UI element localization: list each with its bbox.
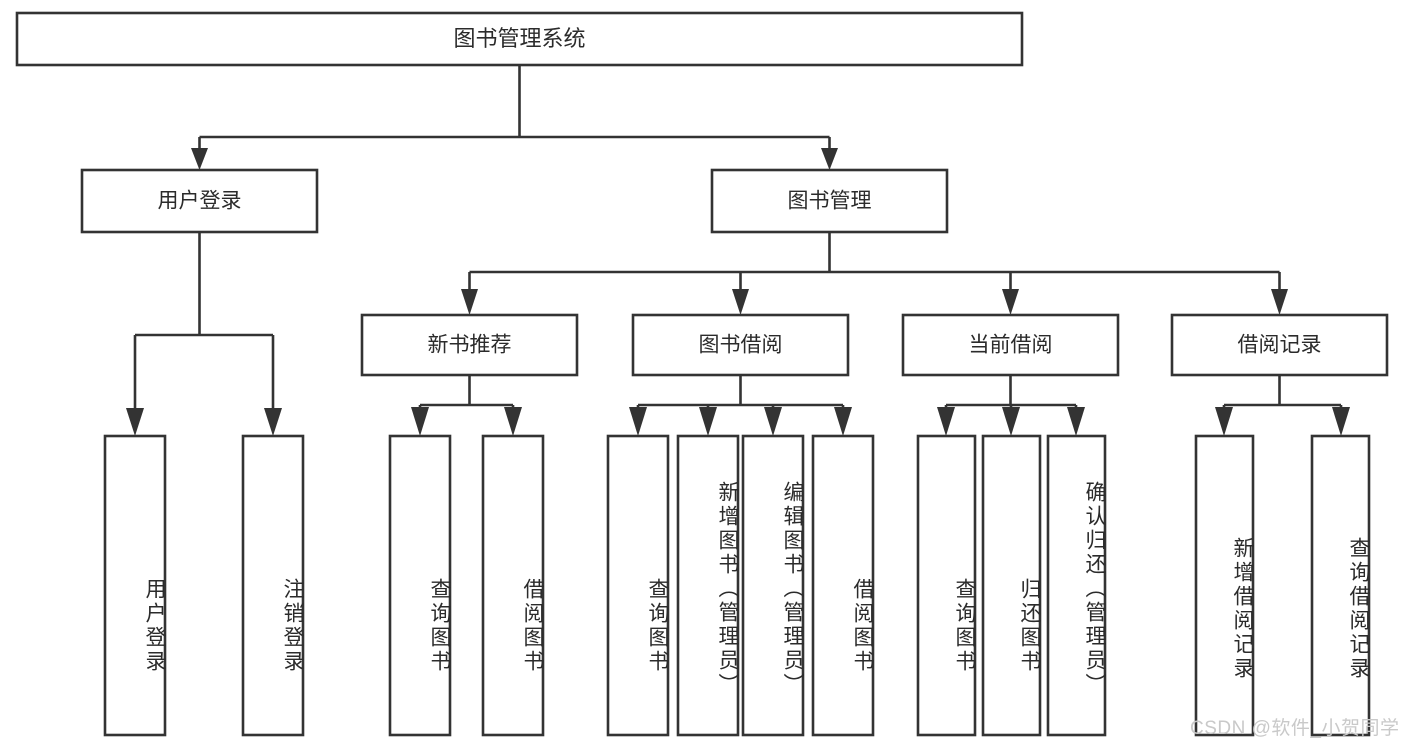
arrowhead-leaf-query-book-borrow <box>629 407 647 436</box>
node-leaf-user-logout-box[interactable] <box>241 434 305 737</box>
node-leaf-query-book-borrow-box[interactable] <box>606 434 670 737</box>
arrowhead-leaf-user-login <box>126 408 144 436</box>
node-leaf-edit-book-admin-box[interactable] <box>741 434 805 737</box>
connector-group-book-borrow-children <box>629 375 852 436</box>
node-user-login[interactable]: 用户登录 <box>80 168 319 234</box>
node-root[interactable]: 图书管理系统 <box>15 11 1024 67</box>
node-book-borrow-box[interactable] <box>631 313 850 377</box>
node-leaf-confirm-return-admin-box[interactable] <box>1046 434 1107 737</box>
node-leaf-return-book-box[interactable] <box>981 434 1042 737</box>
arrowhead-leaf-borrow-book-rec <box>504 407 522 436</box>
node-book-management-box[interactable] <box>710 168 949 234</box>
node-book-management[interactable]: 图书管理 <box>710 168 949 234</box>
node-borrow-record[interactable]: 借阅记录 <box>1170 313 1389 377</box>
node-leaf-query-book-current-box[interactable] <box>916 434 977 737</box>
arrowhead-leaf-edit-book-admin <box>764 407 782 436</box>
leaf-boxes <box>103 434 1371 737</box>
arrowhead-leaf-query-book-current <box>937 407 955 436</box>
node-book-borrow-label: 图书借阅 <box>699 334 783 357</box>
connector-group-borrow-record-children <box>1215 375 1350 436</box>
arrowhead-leaf-query-borrow-record <box>1332 407 1350 436</box>
node-book-management-label: 图书管理 <box>788 190 872 213</box>
arrowhead-current-borrow <box>1002 289 1019 315</box>
node-borrow-record-label: 借阅记录 <box>1238 334 1322 357</box>
node-leaf-borrow-book-rec-box[interactable] <box>481 434 545 737</box>
node-book-borrow[interactable]: 图书借阅 <box>631 313 850 377</box>
node-leaf-add-book-admin-box[interactable] <box>676 434 740 737</box>
node-current-borrow-box[interactable] <box>901 313 1120 377</box>
arrowhead-book-management <box>821 148 838 170</box>
node-new-book-recommend-box[interactable] <box>360 313 579 377</box>
node-user-login-label: 用户登录 <box>158 190 242 213</box>
node-borrow-record-box[interactable] <box>1170 313 1389 377</box>
arrowhead-borrow-record <box>1271 289 1288 315</box>
node-leaf-user-login-box[interactable] <box>103 434 167 737</box>
arrowhead-leaf-return-book <box>1002 407 1020 436</box>
arrowhead-leaf-add-borrow-record <box>1215 407 1233 436</box>
node-new-book-recommend-label: 新书推荐 <box>428 334 512 357</box>
node-leaf-query-borrow-record-box[interactable] <box>1310 434 1371 737</box>
node-leaf-borrow-book-box[interactable] <box>811 434 875 737</box>
arrowhead-leaf-query-book-rec <box>411 407 429 436</box>
node-leaf-add-borrow-record-box[interactable] <box>1194 434 1255 737</box>
node-current-borrow[interactable]: 当前借阅 <box>901 313 1120 377</box>
node-leaf-query-book-rec-box[interactable] <box>388 434 452 737</box>
node-root-box[interactable] <box>15 11 1024 67</box>
arrowhead-leaf-confirm-return-admin <box>1067 407 1085 436</box>
connector-group-current-borrow-children <box>937 375 1085 436</box>
node-root-label: 图书管理系统 <box>453 26 585 51</box>
arrowhead-new-book-recommend <box>461 289 478 315</box>
arrowhead-book-borrow <box>732 289 749 315</box>
connector-group-book-management-children <box>461 232 1288 315</box>
node-new-book-recommend[interactable]: 新书推荐 <box>360 313 579 377</box>
node-user-login-box[interactable] <box>80 168 319 234</box>
arrowhead-leaf-add-book-admin <box>699 407 717 436</box>
connector-group-new-book-recommend-children <box>411 375 522 436</box>
arrowhead-leaf-user-logout <box>264 408 282 436</box>
arrowhead-user-login <box>191 148 208 170</box>
connector-group-user-login-children <box>126 232 282 436</box>
csdn-watermark: CSDN @软件_小贺同学 <box>1190 718 1400 739</box>
connector-group-root <box>191 65 838 170</box>
node-current-borrow-label: 当前借阅 <box>969 334 1053 357</box>
arrowhead-leaf-borrow-book <box>834 407 852 436</box>
